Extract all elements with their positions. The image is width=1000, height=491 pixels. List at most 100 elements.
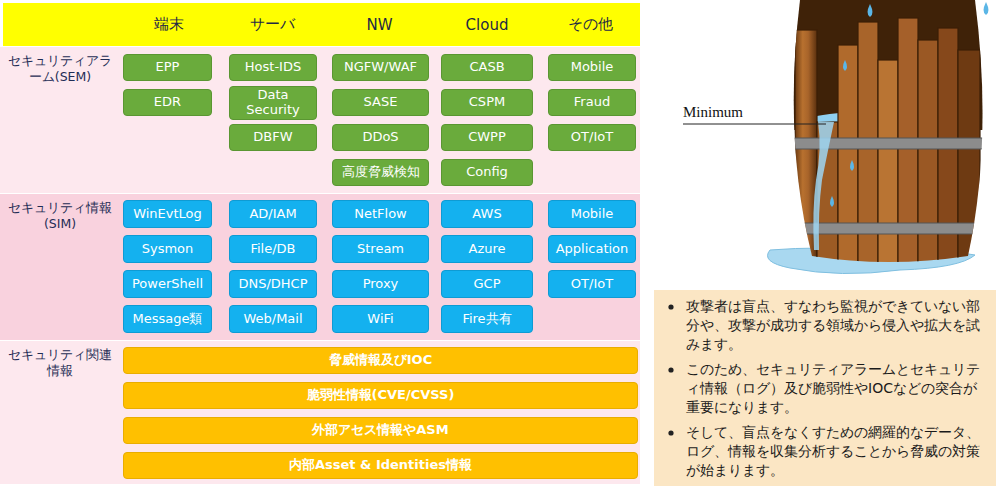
- log-source-box: PowerShell: [123, 270, 212, 298]
- column-header: その他: [540, 3, 640, 46]
- info-bar: 脅威情報及びIOC: [123, 347, 638, 374]
- box-text: CSPM: [469, 95, 505, 110]
- box-text: GCP: [474, 277, 501, 292]
- box-text: Message類: [133, 312, 203, 327]
- box-text: AWS: [472, 207, 501, 222]
- log-source-box: OT/IoT: [548, 270, 636, 298]
- barrel-staves: [795, 18, 980, 290]
- box-text: Mobile: [571, 207, 614, 222]
- alarm-box: 高度脅威検知: [332, 159, 429, 186]
- header-text: Cloud: [466, 16, 509, 34]
- box-text: Fire共有: [462, 312, 511, 327]
- log-source-box: WiFi: [332, 305, 429, 333]
- box-text: Config: [466, 165, 508, 180]
- header-corner: [3, 3, 118, 46]
- column-header: NW: [325, 3, 434, 46]
- alarm-box: CSPM: [441, 89, 533, 116]
- box-text: Proxy: [363, 277, 399, 292]
- water-drop: [830, 196, 834, 207]
- note-text: 攻撃者は盲点、すなわち監視ができていない部分や、攻撃が成功する領域から侵入や拡大…: [686, 298, 980, 352]
- note-text: このため、セキュリティアラームとセキュリティ情報（ログ）及び脆弱性やIOCなどの…: [686, 361, 980, 415]
- box-text: Data Security: [233, 88, 313, 118]
- box-text: AD/IAM: [249, 207, 296, 222]
- box-text: OT/IoT: [571, 277, 613, 292]
- alarm-box: EPP: [123, 54, 212, 81]
- box-text: Fraud: [574, 95, 610, 110]
- water-drop: [868, 4, 873, 17]
- row-label: セキュリティ関連情報: [4, 347, 116, 380]
- log-source-box: Application: [548, 235, 636, 263]
- box-text: Application: [556, 242, 629, 257]
- box-text: Azure: [468, 242, 505, 257]
- barrel-hoop: [780, 138, 1000, 149]
- log-source-box: DNS/DHCP: [229, 270, 317, 298]
- info-bar: 外部アセス情報やASM: [123, 417, 638, 444]
- column-header: サーバ: [220, 3, 325, 46]
- log-source-box: AD/IAM: [229, 200, 317, 228]
- box-text: 脅威情報及びIOC: [329, 353, 432, 368]
- box-text: DBFW: [253, 130, 292, 145]
- box-text: DNS/DHCP: [238, 277, 307, 292]
- box-text: OT/IoT: [571, 130, 613, 145]
- column-header: Cloud: [434, 3, 540, 46]
- box-text: Stream: [357, 242, 404, 257]
- info-bar: 脆弱性情報(CVE/CVSS): [123, 382, 638, 409]
- alarm-box: Fraud: [548, 89, 636, 116]
- log-source-box: Fire共有: [441, 305, 533, 333]
- header-text: 端末: [154, 15, 184, 34]
- box-text: PowerShell: [132, 277, 203, 292]
- barrel-hoop: [780, 223, 1000, 234]
- box-text: DDoS: [362, 130, 398, 145]
- log-source-box: Proxy: [332, 270, 429, 298]
- log-source-box: Mobile: [548, 200, 636, 228]
- bullet-item: 攻撃者は盲点、すなわち監視ができていない部分や、攻撃が成功する領域から侵入や拡大…: [664, 297, 986, 354]
- box-text: WinEvtLog: [133, 207, 202, 222]
- box-text: File/DB: [250, 242, 295, 257]
- water-drop: [843, 60, 847, 71]
- header-text: サーバ: [250, 15, 295, 34]
- water-drop: [984, 2, 989, 15]
- box-text: SASE: [364, 95, 398, 110]
- alarm-box: Config: [441, 159, 533, 186]
- alarm-box: Host-IDS: [229, 54, 317, 81]
- box-text: EDR: [154, 95, 181, 110]
- water-drop: [850, 160, 854, 171]
- alarm-box: CWPP: [441, 124, 533, 151]
- alarm-box: SASE: [332, 89, 429, 116]
- box-text: CASB: [469, 60, 504, 75]
- leader-line: [683, 124, 826, 125]
- box-text: EPP: [156, 60, 180, 75]
- alarm-box: Data Security: [229, 86, 317, 120]
- bullet-dot: [668, 367, 674, 373]
- log-source-box: Sysmon: [123, 235, 212, 263]
- box-text: 高度脅威検知: [342, 165, 420, 180]
- water-spill: [813, 121, 834, 250]
- alarm-box: DBFW: [229, 124, 317, 151]
- log-source-box: Stream: [332, 235, 429, 263]
- box-text: 脆弱性情報(CVE/CVSS): [307, 388, 455, 403]
- box-text: NGFW/WAF: [344, 60, 417, 75]
- box-text: Mobile: [571, 60, 614, 75]
- info-bar: 内部Asset & Identities情報: [123, 452, 638, 479]
- box-text: Host-IDS: [245, 60, 301, 75]
- box-text: CWPP: [468, 130, 506, 145]
- bullet-item: そして、盲点をなくすための網羅的なデータ、ログ、情報を収集分析することから脅威の…: [664, 423, 986, 480]
- note-box: 攻撃者は盲点、すなわち監視ができていない部分や、攻撃が成功する領域から侵入や拡大…: [654, 290, 996, 486]
- alarm-box: NGFW/WAF: [332, 54, 429, 81]
- bullet-dot: [668, 304, 674, 310]
- row-label: セキュリティアラーム(SEM): [4, 53, 116, 86]
- box-text: WiFi: [367, 312, 393, 327]
- box-text: Web/Mail: [243, 312, 302, 327]
- row-band: セキュリティ関連情報 脅威情報及びIOC 脆弱性情報(CVE/CVSS) 外部アセス情…: [0, 341, 640, 484]
- log-source-box: Azure: [441, 235, 533, 263]
- row-label: セキュリティ情報(SIM): [4, 200, 116, 233]
- row-band: セキュリティ情報(SIM) WinEvtLogSysmonPowerShellMe…: [0, 194, 640, 340]
- alarm-box: DDoS: [332, 124, 429, 151]
- header-text: その他: [568, 15, 613, 34]
- box-text: Sysmon: [142, 242, 194, 257]
- box-text: 内部Asset & Identities情報: [289, 458, 472, 473]
- log-source-box: NetFlow: [332, 200, 429, 228]
- box-text: NetFlow: [354, 207, 407, 222]
- log-source-box: WinEvtLog: [123, 200, 212, 228]
- header-text: NW: [366, 16, 392, 34]
